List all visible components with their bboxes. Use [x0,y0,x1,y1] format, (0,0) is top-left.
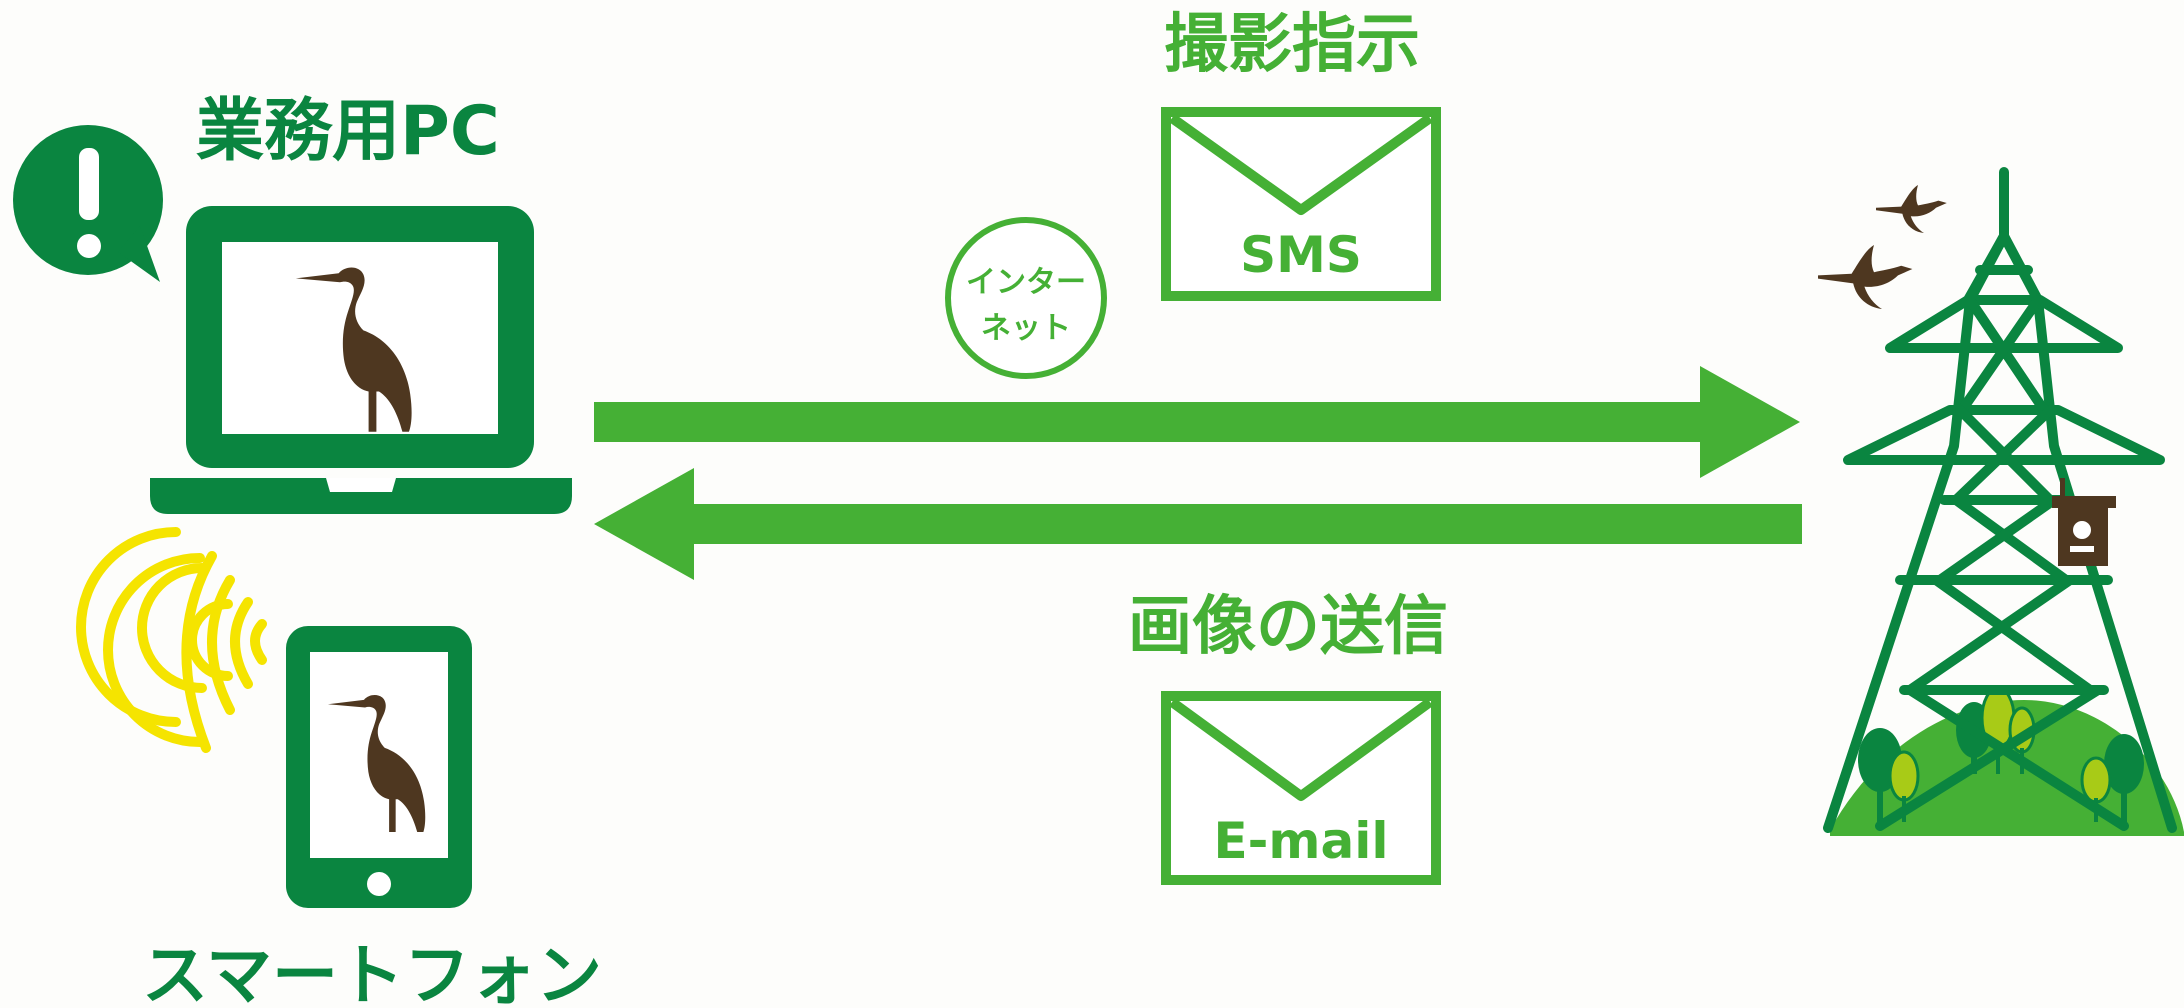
arrow-to-pc [594,468,1802,580]
exclamation-bubble-icon [13,125,163,282]
internet-label-line1: インター [966,265,1086,300]
wireless-signal-icon [76,527,233,747]
camera-box-icon [2052,478,2116,566]
arrow-to-tower [594,366,1800,478]
flying-birds-icon [1818,245,1913,309]
internet-badge: インター ネット [945,217,1107,379]
wireless-signal-icon-arcs [181,551,267,753]
flying-birds-icon [1876,185,1947,233]
envelope-icon: SMS [1161,107,1441,301]
internet-label-line2: ネット [981,311,1071,346]
sms-label: SMS [1240,226,1362,284]
email-label: E-mail [1213,812,1388,870]
transmission-tower-icon [1823,167,2177,833]
image-send-label: 画像の送信 [1128,590,1448,664]
smartphone-label: スマートフォン [142,937,602,1008]
envelope-icon: E-mail [1161,691,1441,885]
pc-label: 業務用PC [196,92,500,171]
shoot-instruction-label: 撮影指示 [1164,8,1420,82]
